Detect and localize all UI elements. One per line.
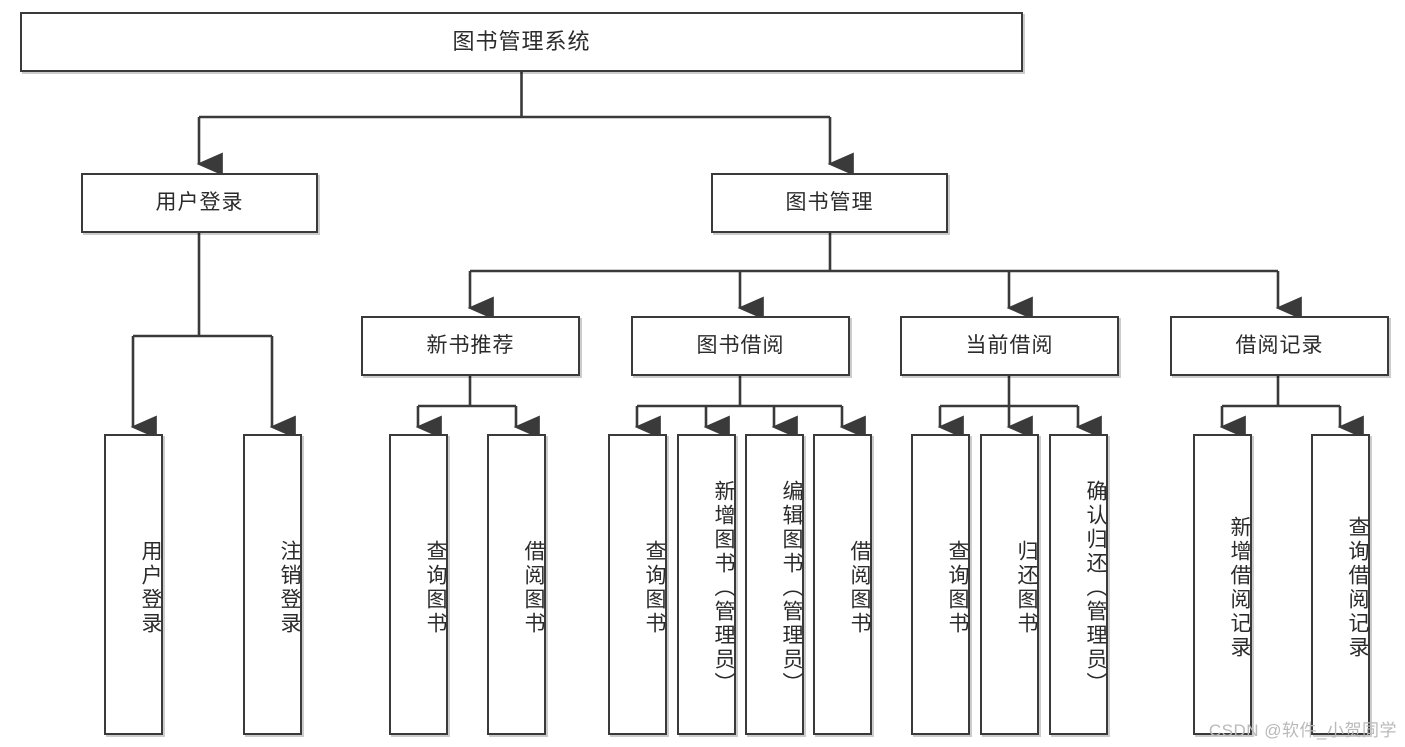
leaf-borrow-book-1-label: 借阅图书 [522,539,545,636]
node-current-borrow-label: 当前借阅 [965,334,1054,358]
node-borrow-record-label: 借阅记录 [1235,334,1324,358]
leaf-query-record-label: 查询借阅记录 [1346,515,1369,660]
leaf-borrow-book-1[interactable]: 借阅图书 [487,434,546,735]
node-book-borrow-label: 图书借阅 [696,334,785,358]
leaf-confirm-return-label: 确认归还（管理员） [1084,479,1107,696]
leaf-logout-label: 注销登录 [278,539,301,636]
leaf-return-book[interactable]: 归还图书 [980,434,1039,735]
node-root-label: 图书管理系统 [452,28,591,54]
leaf-query-book-1-label: 查询图书 [424,539,447,636]
leaf-user-login[interactable]: 用户登录 [104,434,163,735]
leaf-query-book-3[interactable]: 查询图书 [911,434,970,735]
node-new-book-rec-label: 新书推荐 [426,334,515,358]
leaf-add-book[interactable]: 新增图书（管理员） [677,434,736,735]
leaf-borrow-book-2[interactable]: 借阅图书 [813,434,872,735]
leaf-logout[interactable]: 注销登录 [243,434,302,735]
leaf-edit-book[interactable]: 编辑图书（管理员） [745,434,804,735]
node-root[interactable]: 图书管理系统 [20,12,1023,72]
leaf-query-book-1[interactable]: 查询图书 [389,434,448,735]
leaf-edit-book-label: 编辑图书（管理员） [780,479,803,696]
node-current-borrow[interactable]: 当前借阅 [900,316,1119,376]
node-borrow-record[interactable]: 借阅记录 [1170,316,1389,376]
leaf-query-book-2-label: 查询图书 [643,539,666,636]
leaf-add-book-label: 新增图书（管理员） [712,479,735,696]
node-book-borrow[interactable]: 图书借阅 [631,316,850,376]
leaf-confirm-return[interactable]: 确认归还（管理员） [1049,434,1108,735]
leaf-borrow-book-2-label: 借阅图书 [848,539,871,636]
leaf-add-record-label: 新增借阅记录 [1228,515,1251,660]
leaf-query-book-3-label: 查询图书 [946,539,969,636]
node-new-book-rec[interactable]: 新书推荐 [361,316,580,376]
leaf-return-book-label: 归还图书 [1015,539,1038,636]
node-user-login[interactable]: 用户登录 [81,173,318,233]
node-book-manage-label: 图书管理 [785,191,874,215]
leaf-query-record[interactable]: 查询借阅记录 [1311,434,1370,735]
node-user-login-label: 用户登录 [155,191,244,215]
node-book-manage[interactable]: 图书管理 [711,173,948,233]
leaf-add-record[interactable]: 新增借阅记录 [1193,434,1252,735]
csdn-watermark: CSDN @软件_小贺同学 [1208,721,1397,740]
leaf-query-book-2[interactable]: 查询图书 [608,434,667,735]
leaf-user-login-label: 用户登录 [139,539,162,636]
